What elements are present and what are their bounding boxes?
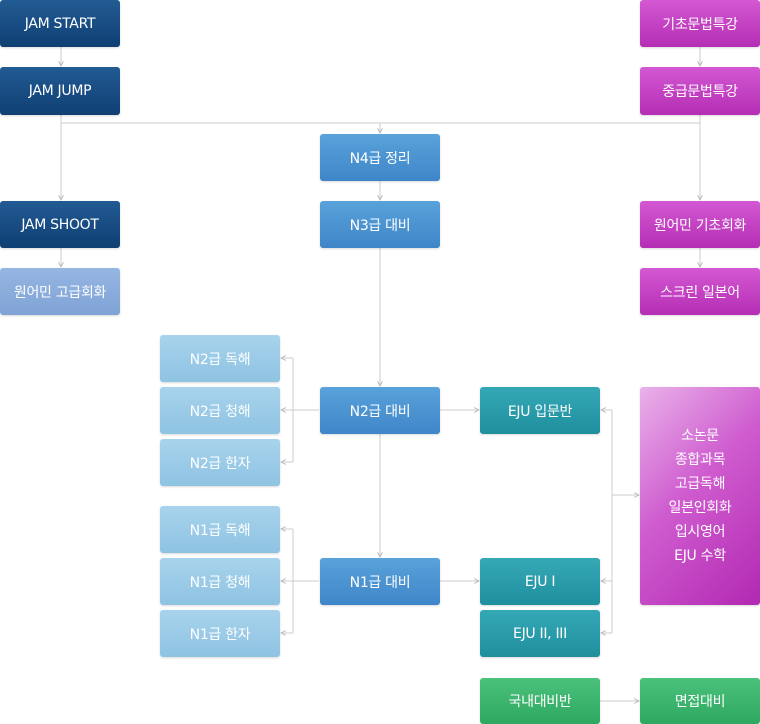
- subject-item: 입시영어: [674, 524, 726, 540]
- node-jam-shoot[interactable]: JAM SHOOT: [0, 201, 120, 248]
- node-native-basic[interactable]: 원어민 기초회화: [640, 201, 760, 248]
- node-n2-kanji[interactable]: N2급 한자: [160, 439, 280, 486]
- node-n1-kanji[interactable]: N1급 한자: [160, 610, 280, 657]
- node-domestic[interactable]: 국내대비반: [480, 678, 600, 724]
- node-eju-intro[interactable]: EJU 입문반: [480, 387, 600, 434]
- node-n2[interactable]: N2급 대비: [320, 387, 440, 434]
- node-eju-subjects[interactable]: 소논문 종합과목 고급독해 일본인회화 입시영어 EJU 수학: [640, 387, 760, 605]
- node-n1-reading[interactable]: N1급 독해: [160, 506, 280, 553]
- node-interview[interactable]: 면접대비: [640, 678, 760, 724]
- node-screen-japanese[interactable]: 스크린 일본어: [640, 268, 760, 315]
- node-jam-start[interactable]: JAM START: [0, 0, 120, 47]
- node-n1-listening[interactable]: N1급 청해: [160, 558, 280, 605]
- subject-item: 소논문: [681, 428, 719, 444]
- node-n3[interactable]: N3급 대비: [320, 201, 440, 248]
- node-eju-1[interactable]: EJU I: [480, 558, 600, 605]
- node-basic-grammar[interactable]: 기초문법특강: [640, 0, 760, 47]
- subject-item: EJU 수학: [674, 548, 726, 564]
- node-n4[interactable]: N4급 정리: [320, 134, 440, 181]
- node-eju-23[interactable]: EJU II, III: [480, 610, 600, 657]
- subject-item: 고급독해: [674, 476, 726, 492]
- node-n1[interactable]: N1급 대비: [320, 558, 440, 605]
- node-mid-grammar[interactable]: 중급문법특강: [640, 67, 760, 115]
- node-jam-jump[interactable]: JAM JUMP: [0, 67, 120, 115]
- node-n2-reading[interactable]: N2급 독해: [160, 335, 280, 382]
- node-n2-listening[interactable]: N2급 청해: [160, 387, 280, 434]
- subject-item: 일본인회화: [668, 500, 732, 516]
- node-native-advanced[interactable]: 원어민 고급회화: [0, 268, 120, 315]
- subject-item: 종합과목: [674, 452, 726, 468]
